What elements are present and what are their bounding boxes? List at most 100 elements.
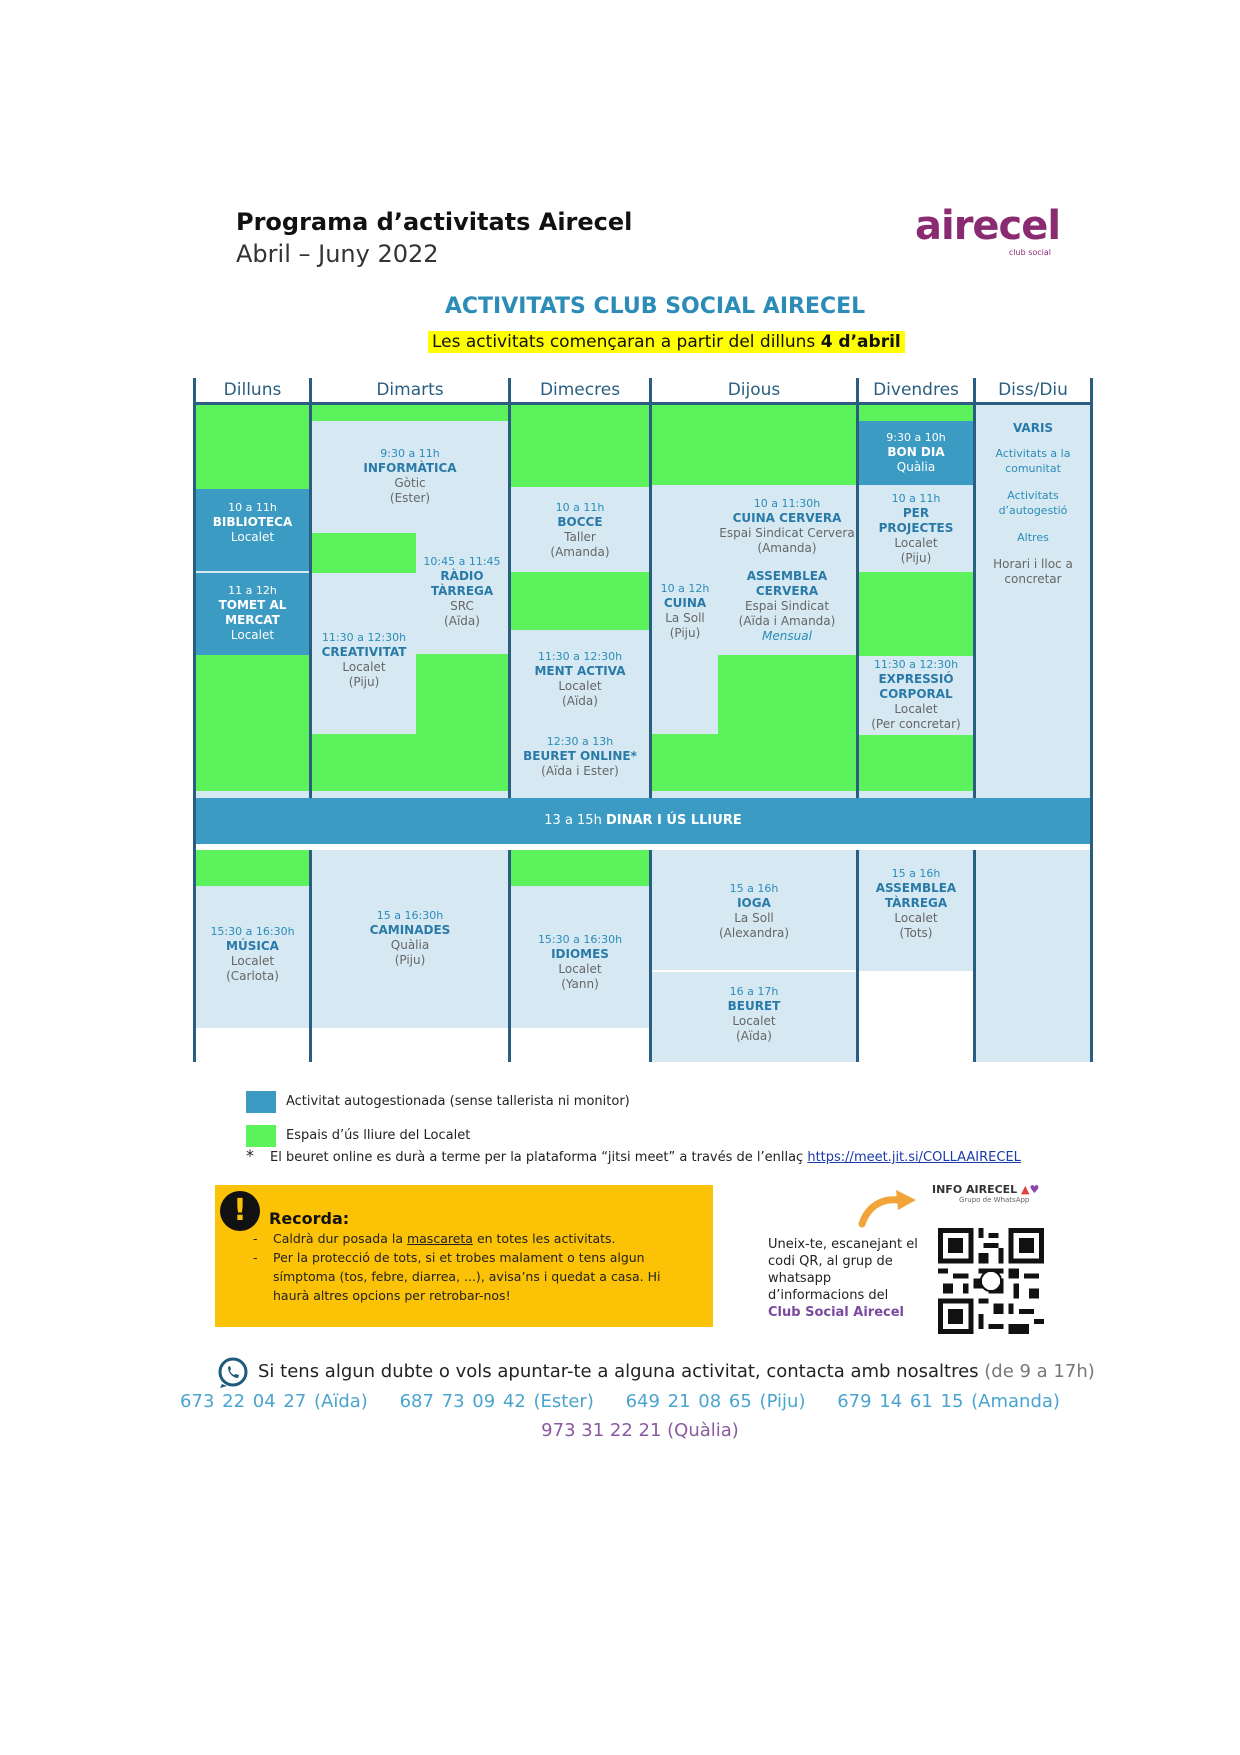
- legend-swatch-blue: [246, 1091, 276, 1113]
- col-dissdiu: Diss/Diu: [976, 378, 1090, 1062]
- col-dimarts: Dimarts: [312, 378, 508, 1062]
- day-header: Dimecres: [511, 378, 649, 405]
- free-space-block: [511, 405, 649, 487]
- activity-text: Gòtic: [394, 476, 426, 490]
- activity-text: 10 a 11h: [228, 501, 277, 514]
- col-separator: [973, 378, 976, 1062]
- activity-text: (Carlota): [226, 969, 279, 983]
- info-airecel-label: INFO AIRECEL ▲♥Grupo de WhatsApp: [932, 1183, 1040, 1204]
- phone-number[interactable]: 679 14 61 15 (Amanda): [837, 1391, 1060, 1412]
- activity-text: CERVERA: [755, 584, 819, 598]
- phone-number-main[interactable]: 973 31 22 21 (Quàlia): [541, 1420, 739, 1441]
- contact-hours: (de 9 a 17h): [984, 1361, 1095, 1382]
- free-space-block: [312, 533, 416, 573]
- activity-text: Espai Sindicat Cervera: [719, 526, 855, 540]
- activity-text: BEURET ONLINE*: [523, 749, 637, 763]
- day-header: Dimarts: [312, 378, 508, 405]
- phone-number[interactable]: 649 21 08 65 (Piju): [625, 1391, 806, 1412]
- qr-instructions: Uneix-te, escanejant el codi QR, al grup…: [768, 1237, 918, 1320]
- activity-text: TÀRREGA: [430, 584, 494, 598]
- free-space-block: [312, 405, 508, 421]
- empty-slot: [312, 1028, 508, 1062]
- activity-text: 10 a 11h: [891, 492, 941, 505]
- activity-text: (Piju): [348, 675, 380, 689]
- activity-text: PER: [902, 506, 930, 520]
- activity-text: CORPORAL: [879, 687, 953, 701]
- activity-text: TÀRREGA: [884, 896, 948, 910]
- activity-text: (Ester): [389, 491, 431, 505]
- activity-text: CUINA CERVERA: [732, 511, 842, 525]
- activity-text: comunitat: [1005, 462, 1061, 475]
- activity-text: Localet: [732, 1014, 776, 1028]
- activity-text: Localet: [230, 954, 275, 968]
- day-header: Divendres: [859, 378, 973, 405]
- activity-text: 11:30 a 12:30h: [537, 650, 623, 663]
- page-subtitle: Abril – Juny 2022: [236, 240, 439, 268]
- free-space-block: [312, 734, 416, 791]
- activity-text: (Amanda): [757, 541, 817, 555]
- activity-text: IOGA: [737, 896, 771, 910]
- start-notice: Les activitats començaran a partir del d…: [428, 331, 905, 353]
- activity-text: Horari i lloc a: [993, 557, 1073, 571]
- activity-text: (Yann): [561, 977, 599, 991]
- activity-text: BEURET: [727, 999, 781, 1013]
- activity-text: Localet: [894, 702, 938, 716]
- day-header: Dijous: [652, 378, 856, 405]
- note-text: El beuret online es durà a terme per la …: [270, 1150, 808, 1165]
- phone-number[interactable]: 673 22 04 27 (Aïda): [180, 1391, 368, 1412]
- activity-text: Localet: [230, 628, 275, 642]
- phone-number[interactable]: 687 73 09 42 (Ester): [399, 1391, 594, 1412]
- logo-text: airecel: [915, 203, 1061, 249]
- lunch-bar: 13 a 15h DINAR I ÚS LLIURE: [196, 798, 1090, 844]
- start-notice-text: Les activitats començaran a partir del d…: [432, 332, 821, 352]
- page-title: Programa d’activitats Airecel: [236, 208, 633, 236]
- legend-swatch-green: [246, 1125, 276, 1147]
- activity-text: 15:30 a 16:30h: [210, 925, 295, 938]
- activity-text: BON DIA: [887, 445, 945, 459]
- activity-text: VARIS: [1012, 421, 1054, 435]
- contact-text: Si tens algun dubte o vols apuntar-te a …: [258, 1361, 985, 1382]
- activity-text: 15 a 16h: [729, 882, 779, 895]
- qr-code-icon[interactable]: [938, 1228, 1044, 1334]
- activity-text: (Per concretar): [871, 717, 961, 731]
- phone-list: 673 22 04 27 (Aïda) 687 73 09 42 (Ester)…: [0, 1391, 1240, 1412]
- activity-text: 15 a 16h: [891, 867, 941, 880]
- empty-slot: [196, 1028, 309, 1062]
- activity-text: 10 a 12h: [660, 582, 710, 595]
- col-separator: [193, 378, 196, 1062]
- empty-slot: [859, 971, 973, 1062]
- activity-text: MERCAT: [225, 613, 280, 627]
- activity-text: (Amanda): [550, 545, 610, 559]
- jitsi-link[interactable]: https://meet.jit.si/COLLAAIRECEL: [807, 1150, 1021, 1165]
- day-header: Dilluns: [196, 378, 309, 405]
- activity-text: ASSEMBLEA: [875, 881, 957, 895]
- col-divendres: Divendres: [859, 378, 973, 1062]
- free-space-block: [652, 405, 856, 485]
- activity-text: 12:30 a 13h: [546, 735, 614, 748]
- lunch-time: 13 a 15h: [544, 813, 606, 828]
- col-dimecres: Dimecres: [511, 378, 649, 1062]
- activity-text: (Aïda i Ester): [541, 764, 619, 778]
- spacer: [196, 844, 1090, 850]
- note-star: *: [246, 1146, 254, 1165]
- activity-text: 9:30 a 10h: [886, 431, 946, 444]
- activity-text: ASSEMBLEA: [746, 569, 828, 583]
- activity-text: 15 a 16:30h: [376, 909, 444, 922]
- lunch-label: DINAR I ÚS LLIURE: [605, 813, 742, 828]
- activity-text: INFORMÀTICA: [363, 461, 457, 475]
- activity-text: La Soll: [665, 611, 705, 625]
- activity-text: 9:30 a 11h: [380, 447, 440, 460]
- activity-text: (Tots): [899, 926, 933, 940]
- legend-label: Activitat autogestionada (sense talleris…: [286, 1094, 630, 1109]
- col-separator: [1090, 378, 1093, 1062]
- activity-text: Mensual: [762, 629, 812, 643]
- free-space-block: [859, 572, 973, 656]
- remember-box: ! Recorda: Caldrà dur posada la mascaret…: [215, 1185, 713, 1327]
- activity-text: (Piju): [669, 626, 701, 640]
